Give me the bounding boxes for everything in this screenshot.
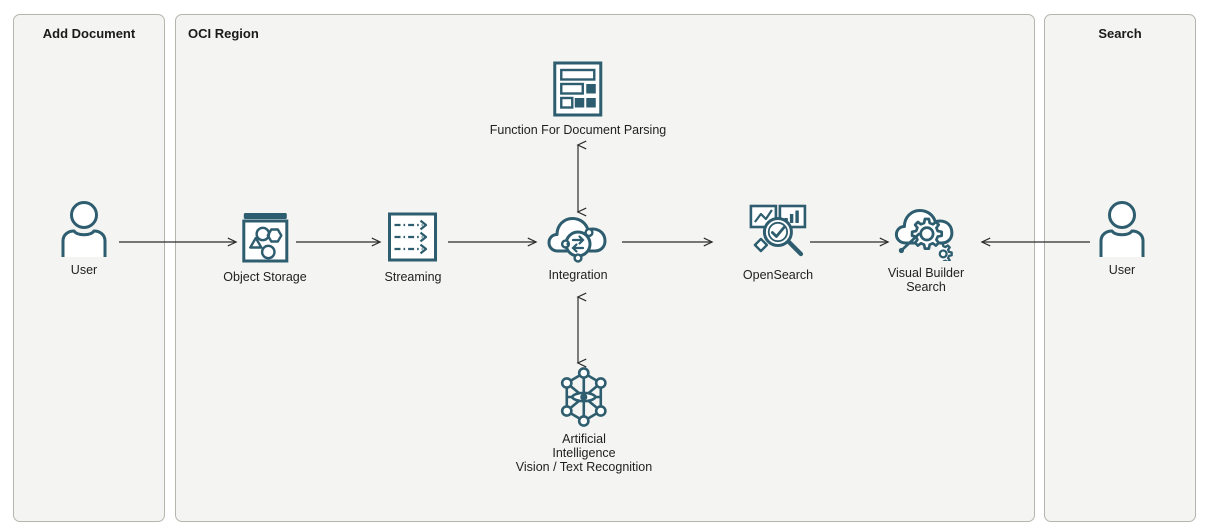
streaming-icon <box>385 209 441 265</box>
node-label: Function For Document Parsing <box>489 123 667 137</box>
node-artificial-intelligence[interactable]: Artificial Intelligence Vision / Text Re… <box>516 367 652 474</box>
node-label: OpenSearch <box>742 268 814 282</box>
panel-title-add-document: Add Document <box>42 26 136 41</box>
node-function-parsing[interactable]: Function For Document Parsing <box>490 60 666 137</box>
node-opensearch[interactable]: OpenSearch <box>743 201 813 282</box>
node-label: User <box>1108 263 1136 277</box>
opensearch-icon <box>747 201 809 263</box>
visual-builder-icon <box>893 203 959 266</box>
node-label: Integration <box>548 268 608 282</box>
ai-network-icon <box>555 367 613 427</box>
panel-oci-region: OCI Region <box>175 14 1035 522</box>
node-label: Streaming <box>384 270 442 284</box>
function-icon <box>551 60 605 118</box>
node-label: Artificial Intelligence Vision / Text Re… <box>515 432 653 474</box>
panel-title-oci-region: OCI Region <box>188 26 259 41</box>
user-icon <box>1097 200 1147 258</box>
node-object-storage[interactable]: Object Storage <box>223 209 307 284</box>
integration-cloud-icon <box>547 211 609 263</box>
object-storage-icon <box>237 209 293 265</box>
user-icon <box>59 200 109 258</box>
node-label: Object Storage <box>223 270 307 284</box>
node-user-left[interactable]: User <box>59 200 109 277</box>
node-user-right[interactable]: User <box>1097 200 1147 277</box>
node-streaming[interactable]: Streaming <box>384 209 442 284</box>
panel-add-document: Add Document <box>13 14 165 522</box>
node-label: User <box>70 263 98 277</box>
panel-title-search: Search <box>1098 26 1142 41</box>
node-label: Visual Builder Search <box>887 266 965 294</box>
node-visual-builder-search[interactable]: Visual Builder Search <box>888 203 964 294</box>
node-integration[interactable]: Integration <box>547 211 609 282</box>
panel-search: Search <box>1044 14 1196 522</box>
